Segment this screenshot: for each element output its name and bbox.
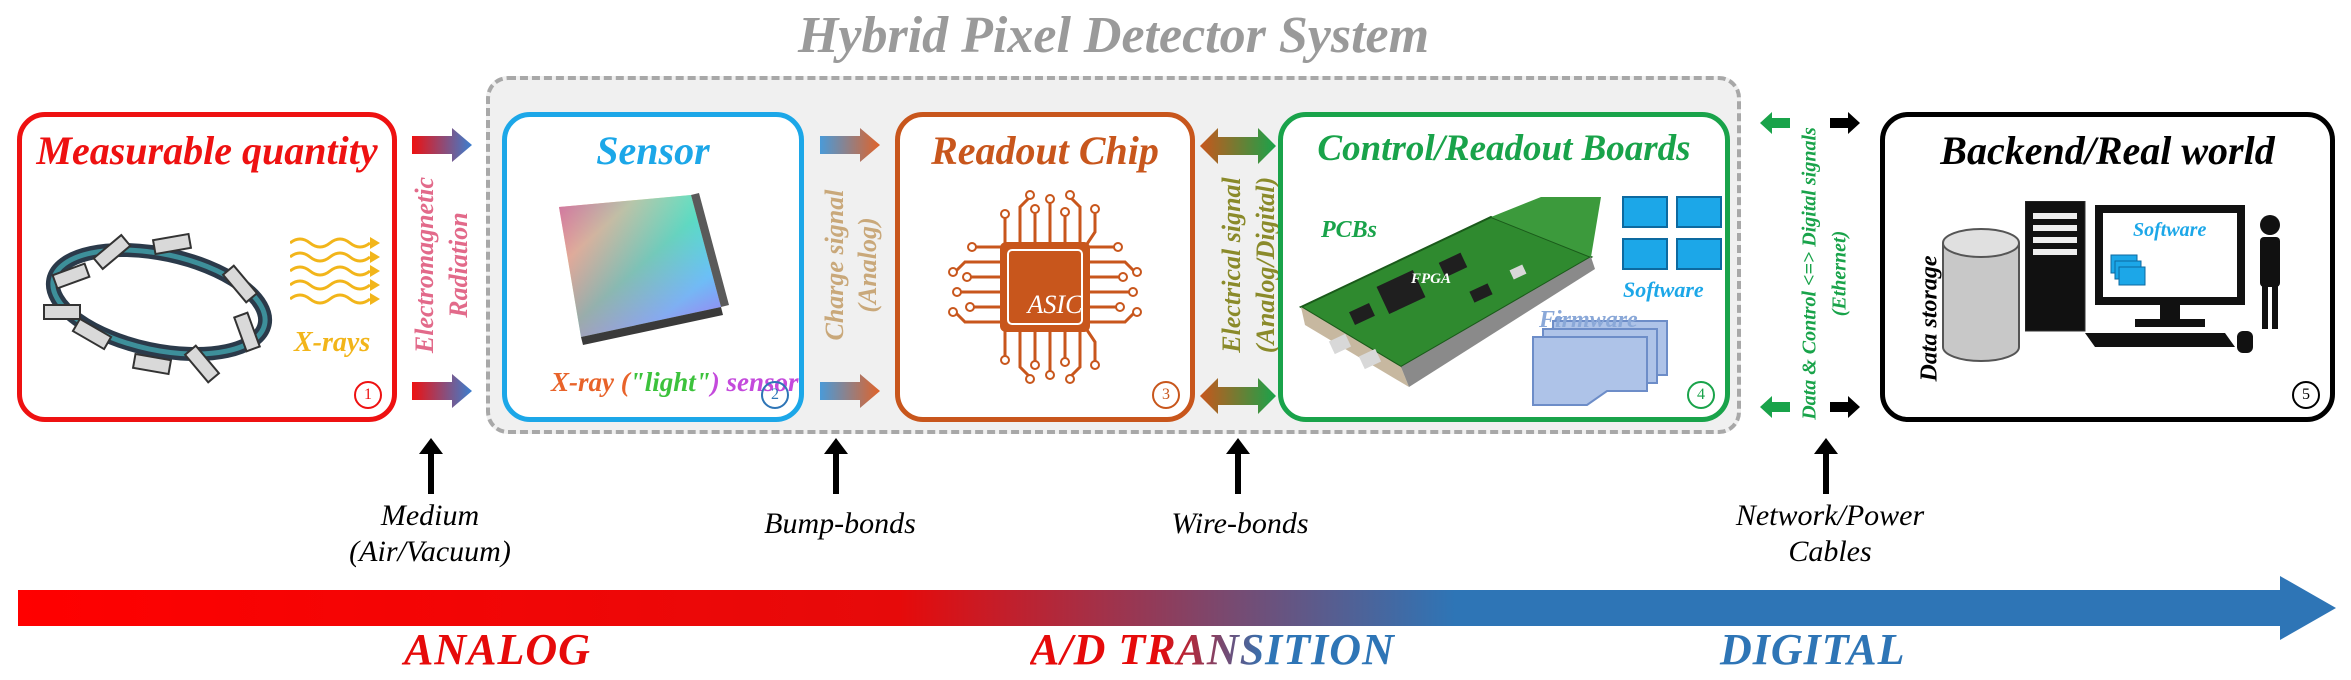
link-charge-1: Charge signal xyxy=(820,189,849,341)
block-number: 1 xyxy=(354,381,382,409)
link-charge-2: (Analog) xyxy=(853,217,882,313)
caption-wire-bonds: Wire-bonds xyxy=(1171,507,1309,540)
stage-digital: DIGITAL xyxy=(1720,625,1906,674)
data-arrow-black-bottom xyxy=(1830,396,1860,418)
data-arrow-green-bottom xyxy=(1760,396,1790,418)
block-title: Backend/Real world xyxy=(1940,128,2275,173)
link-data-2: (Ethernet) xyxy=(1828,230,1851,317)
block-sensor: Sensor X-ray ("light") sensor 2 xyxy=(502,112,804,422)
sensor-label: X-ray ("light") sensor xyxy=(551,367,799,398)
caption-network-line2: Cables xyxy=(1788,535,1872,568)
block-number: 4 xyxy=(1687,381,1715,409)
block-measurable-quantity: Measurable quantity X-rays 1 xyxy=(17,112,397,422)
data-arrow-black-top xyxy=(1830,112,1860,134)
block-title: Sensor xyxy=(596,128,710,173)
caption-network: Network/Power Cables xyxy=(1680,498,1980,570)
charge-arrow-bottom xyxy=(820,374,880,408)
link-data-1: Data & Control <=> Digital signals xyxy=(1798,127,1821,420)
link-electrical-1: Electrical signal xyxy=(1217,177,1246,353)
caption-network-line1: Network/Power xyxy=(1735,499,1925,532)
medium-pointer-arrow xyxy=(419,438,443,494)
block-number: 5 xyxy=(2292,381,2320,409)
software-stack-icon xyxy=(1622,196,1722,270)
caption-bump-bonds: Bump-bonds xyxy=(764,507,916,540)
chip-icon xyxy=(948,190,1142,384)
block-control-readout-boards: Control/Readout Boards PCBs FPGA Softwar… xyxy=(1278,112,1730,422)
caption-medium-line1: Medium xyxy=(380,499,480,532)
radiation-arrow-top xyxy=(412,128,472,162)
analog-digital-arrow xyxy=(18,576,2336,640)
electrical-arrow-bottom xyxy=(1200,378,1276,414)
electrical-arrow-top xyxy=(1200,128,1276,164)
stage-analog: ANALOG xyxy=(404,625,591,674)
radiation-arrow-bottom xyxy=(412,374,472,408)
bump-pointer-arrow xyxy=(824,438,848,494)
pcbs-label: PCBs xyxy=(1321,217,1378,243)
pcb-board-image xyxy=(1298,197,1601,387)
caption-medium: Medium (Air/Vacuum) xyxy=(300,498,560,570)
block-number: 2 xyxy=(761,381,789,409)
data-storage-label: Data storage xyxy=(1916,255,1943,382)
backend-software-label: Software xyxy=(2133,219,2207,241)
block-backend-real-world: Backend/Real world Data storage Software… xyxy=(1880,112,2335,422)
sensor-image xyxy=(559,193,729,345)
caption-medium-line2: (Air/Vacuum) xyxy=(349,535,511,568)
computer-workstation-icon xyxy=(2025,201,2280,353)
chip-label: ASIC xyxy=(1027,290,1083,319)
system-title: Hybrid Pixel Detector System xyxy=(797,7,1430,64)
xray-waves-icon xyxy=(290,237,380,305)
xrays-label: X-rays xyxy=(294,327,371,358)
fpga-label: FPGA xyxy=(1411,271,1452,287)
block-title: Control/Readout Boards xyxy=(1317,128,1691,169)
link-electromagnetic-2: Radiation xyxy=(444,212,473,318)
sensor-label-prefix: X-ray ( xyxy=(551,367,630,397)
stage-transition: A/D TRANSITION xyxy=(1030,625,1395,674)
charge-arrow-top xyxy=(820,128,880,162)
synchrotron-image xyxy=(43,232,273,384)
data-arrow-green-top xyxy=(1760,112,1790,134)
firmware-pages-icon xyxy=(1532,317,1668,406)
link-electromagnetic-1: Electromagnetic xyxy=(410,176,439,354)
wire-pointer-arrow xyxy=(1226,438,1250,494)
block-number: 3 xyxy=(1152,381,1180,409)
block-title: Measurable quantity xyxy=(36,128,378,173)
block-title: Readout Chip xyxy=(931,128,1159,173)
firmware-label: Firmware xyxy=(1539,307,1638,333)
network-pointer-arrow xyxy=(1814,438,1838,494)
software-label: Software xyxy=(1623,277,1704,302)
data-storage-cylinder-icon xyxy=(1942,228,2020,362)
link-electrical-2: (Analog/Digital) xyxy=(1251,176,1280,354)
block-readout-chip: Readout Chip ASIC 3 xyxy=(895,112,1195,422)
sensor-label-light: "light" xyxy=(629,367,711,397)
